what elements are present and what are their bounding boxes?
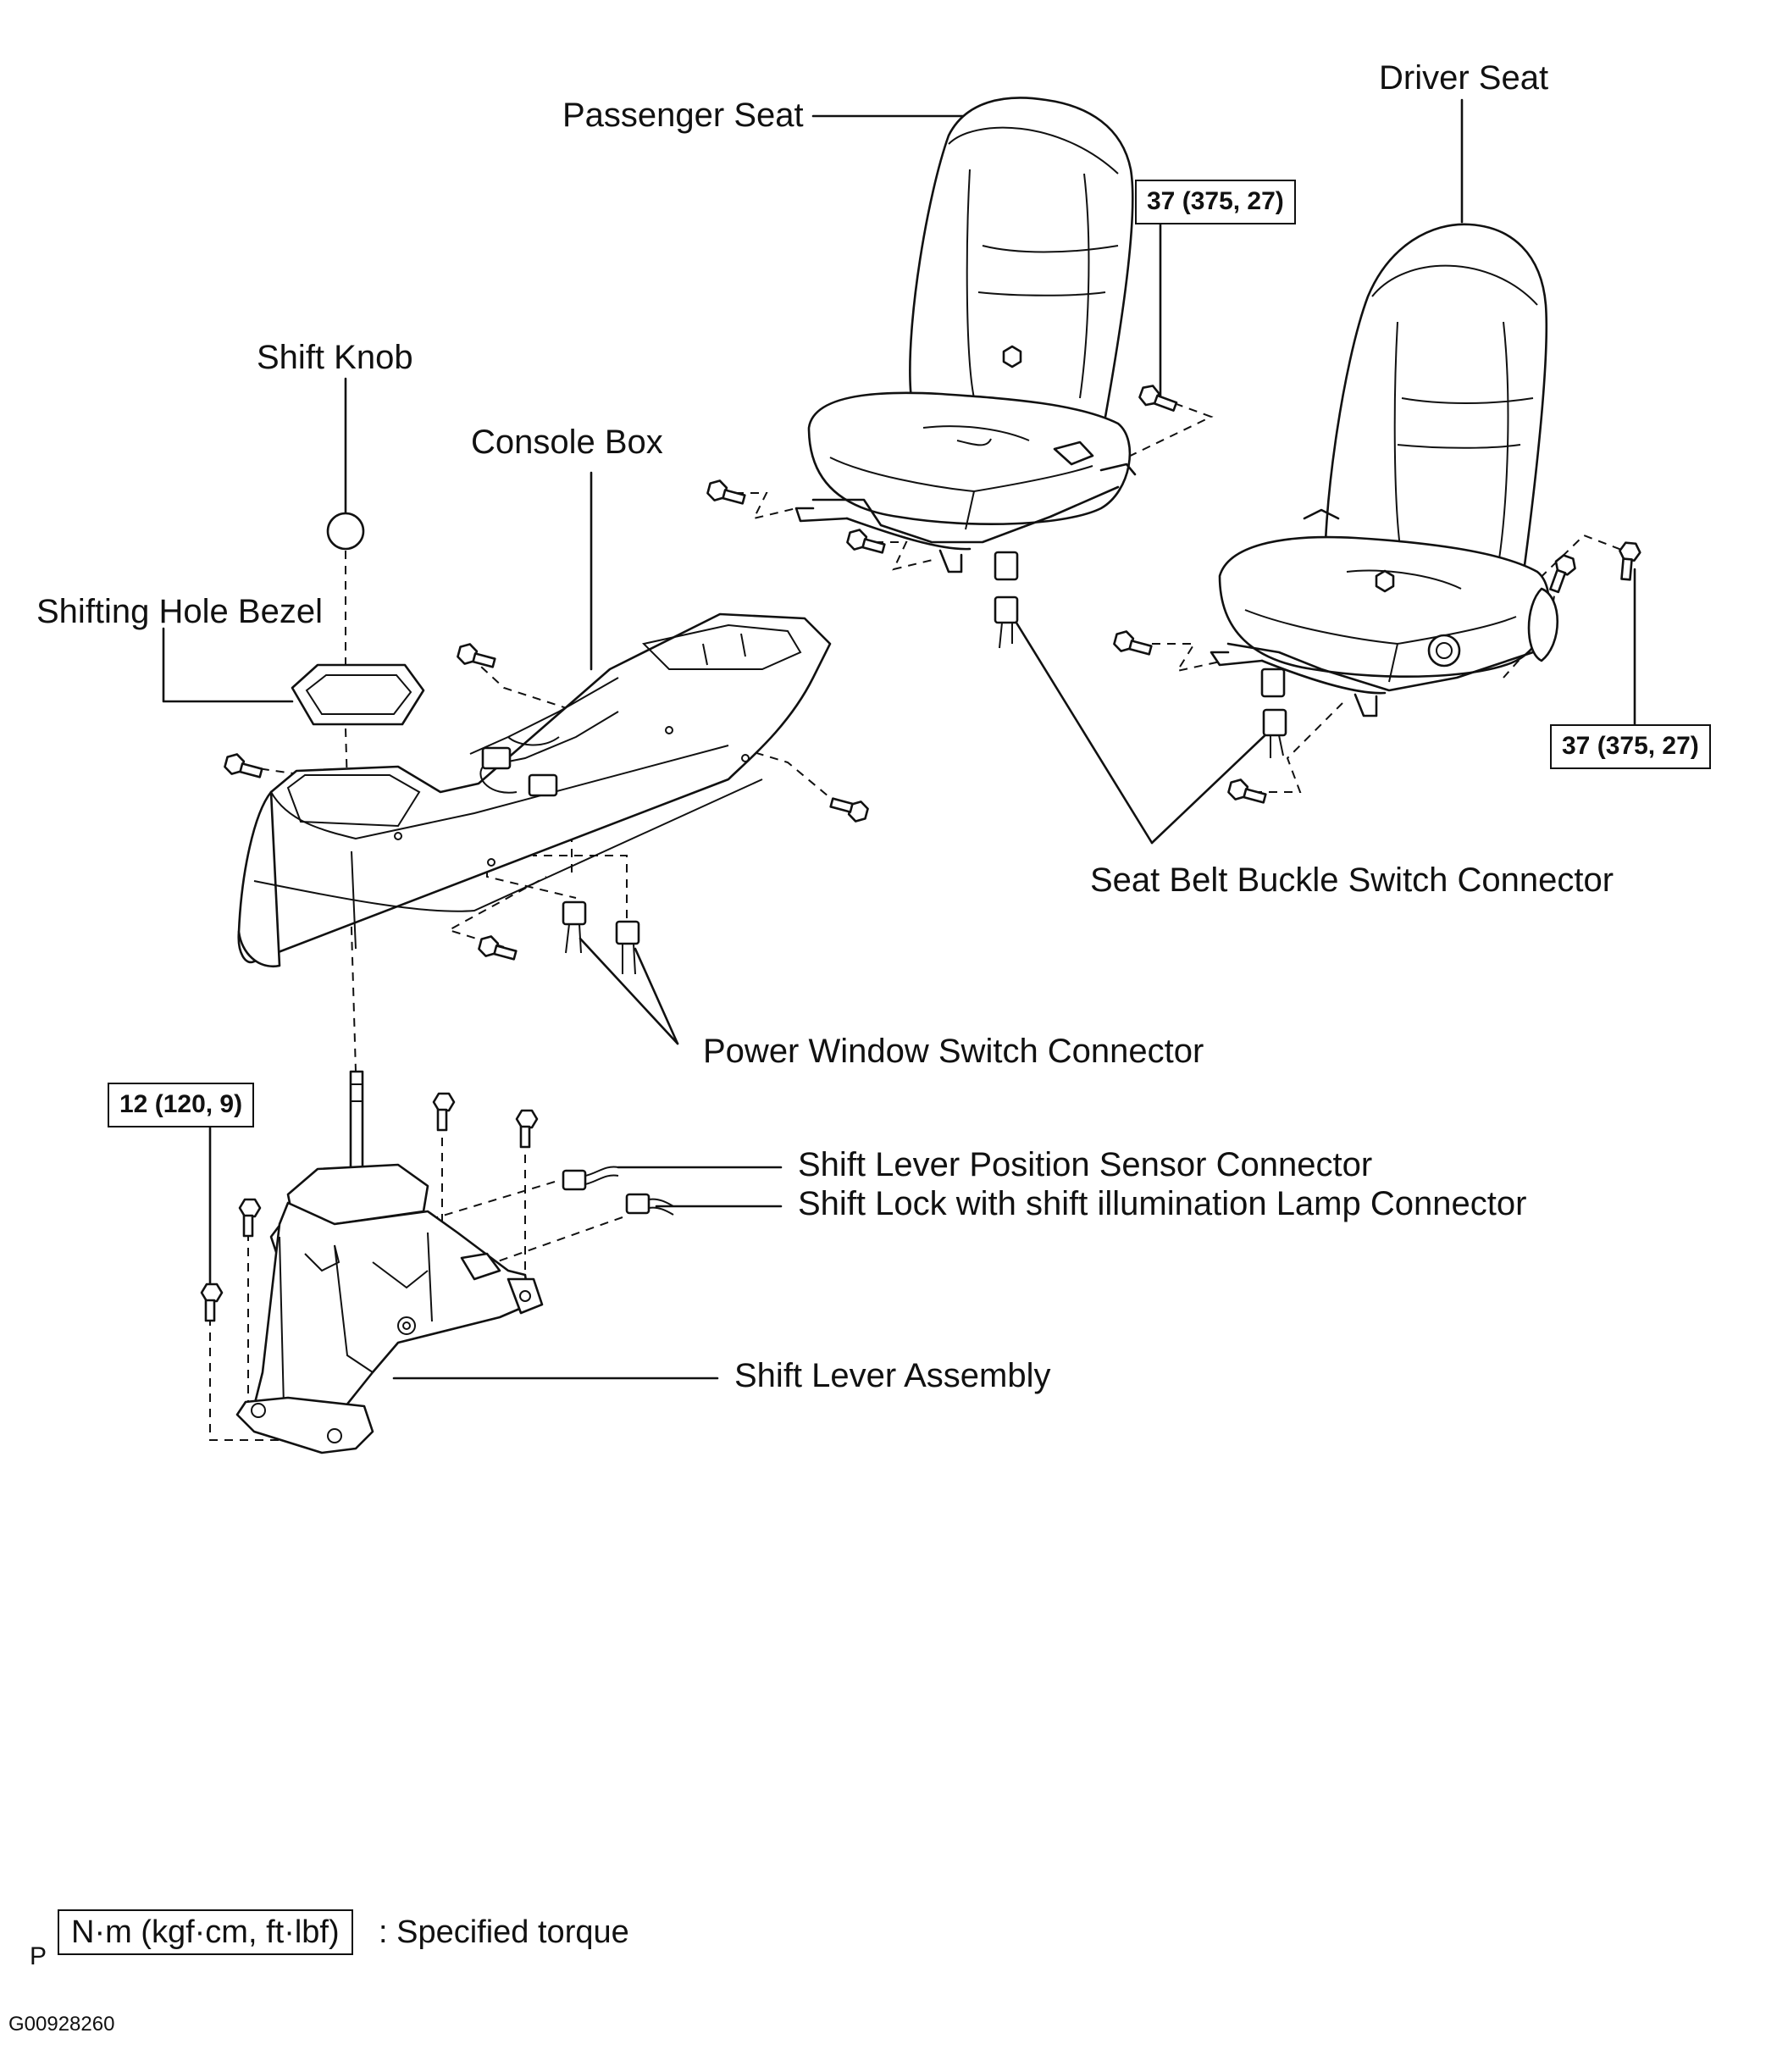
passenger-seat-icon	[794, 97, 1137, 649]
torque-driver-seat: 37 (375, 27)	[1550, 724, 1711, 769]
leader-lines	[162, 98, 1636, 1380]
label-console-box: Console Box	[471, 424, 663, 461]
torque-shift-lever: 12 (120, 9)	[108, 1083, 255, 1127]
label-seat-belt-buckle-switch-connector: Seat Belt Buckle Switch Connector	[1090, 861, 1614, 899]
label-shift-lever-assembly: Shift Lever Assembly	[734, 1357, 1051, 1394]
figure-code: G00928260	[8, 2013, 115, 2036]
label-power-window-switch-connector: Power Window Switch Connector	[703, 1033, 1204, 1070]
label-shift-lever-position-sensor-connector: Shift Lever Position Sensor Connector	[798, 1146, 1373, 1183]
label-passenger-seat: Passenger Seat	[562, 97, 804, 134]
legend-unit-box: N·m (kgf·cm, ft·lbf)	[58, 1909, 353, 1955]
shift-knob-icon	[326, 512, 365, 551]
console-icon	[237, 612, 832, 975]
legend-description: : Specified torque	[379, 1914, 629, 1950]
label-shift-knob: Shift Knob	[257, 339, 413, 376]
shift-lever-icon	[235, 1070, 674, 1454]
legend-prefix: P	[30, 1942, 47, 1970]
bolt-icon	[200, 385, 1641, 1322]
label-shift-lock-lamp-connector: Shift Lock with shift illumination Lamp …	[798, 1185, 1527, 1222]
driver-seat-icon	[1210, 223, 1558, 758]
torque-passenger-seat: 37 (375, 27)	[1135, 180, 1296, 224]
bezel-icon	[291, 663, 425, 726]
label-driver-seat: Driver Seat	[1379, 59, 1549, 97]
label-shifting-hole-bezel: Shifting Hole Bezel	[36, 593, 323, 630]
